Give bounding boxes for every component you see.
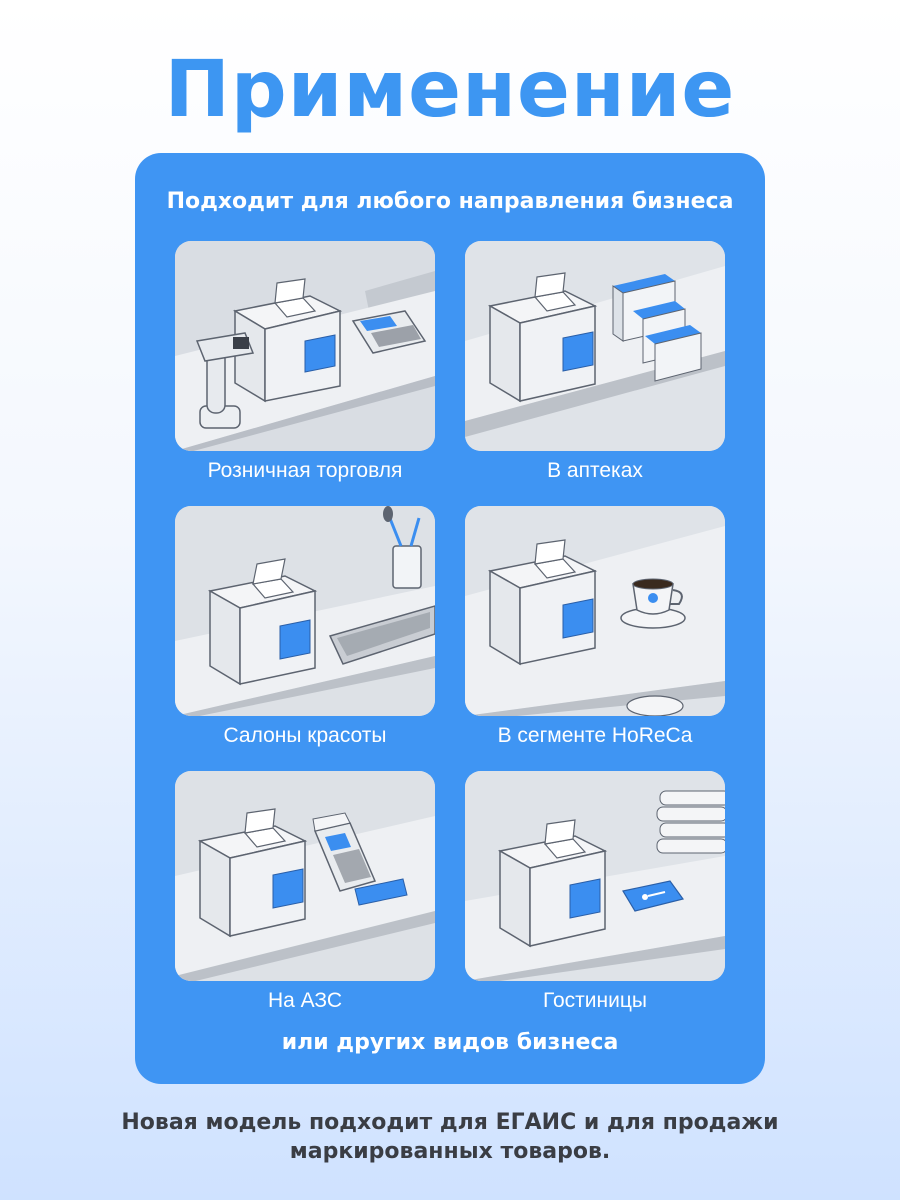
key-card-icon <box>622 880 685 912</box>
printer-icon <box>487 272 598 403</box>
beauty-salon-illustration <box>175 506 435 716</box>
pharmacy-illustration <box>465 241 725 451</box>
applications-panel: Подходит для любого направления бизнеса <box>135 153 765 1084</box>
card-label: Розничная торговля <box>207 459 403 482</box>
printer-icon <box>487 539 598 666</box>
brush-cup-icon <box>383 506 422 589</box>
coffee-cup-icon <box>620 578 686 629</box>
printer-icon <box>497 819 608 948</box>
gas-station-illustration <box>175 771 435 981</box>
card-label: В сегменте HoReCa <box>497 724 693 747</box>
bottom-note-line-1: Новая модель подходит для ЕГАИС и для пр… <box>121 1110 779 1135</box>
pos-terminal-icon <box>351 310 427 354</box>
card-gas-station: На АЗС <box>175 771 435 1015</box>
card-hotels: Гостиницы <box>465 771 725 1015</box>
medicine-boxes-icon <box>612 274 702 382</box>
page-title: Применение <box>164 45 736 135</box>
printer-icon <box>197 808 308 938</box>
card-label: Гостиницы <box>543 989 647 1012</box>
card-payment-terminal-icon <box>312 812 408 906</box>
hotels-illustration <box>465 771 725 981</box>
card-retail: Розничная торговля <box>175 241 435 485</box>
card-label: Салоны красоты <box>223 724 387 747</box>
panel-subtitle: Подходит для любого направления бизнеса <box>166 189 734 214</box>
card-beauty-salon: Салоны красоты <box>175 506 435 750</box>
card-pharmacy: В аптеках <box>465 241 725 485</box>
printer-icon <box>232 278 343 403</box>
horeca-illustration <box>465 506 725 716</box>
card-label: В аптеках <box>547 459 643 482</box>
card-label: На АЗС <box>267 989 343 1012</box>
printer-icon <box>207 558 318 686</box>
bottom-note: Новая модель подходит для ЕГАИС и для пр… <box>0 1108 900 1166</box>
towels-icon <box>656 790 725 854</box>
panel-footer: или других видов бизнеса <box>281 1030 619 1055</box>
retail-illustration <box>175 241 435 451</box>
bottom-note-line-2: маркированных товаров. <box>289 1139 611 1164</box>
barcode-scanner-icon <box>195 332 255 429</box>
keyboard-icon <box>328 605 435 665</box>
card-horeca: В сегменте HoReCa <box>465 506 725 750</box>
